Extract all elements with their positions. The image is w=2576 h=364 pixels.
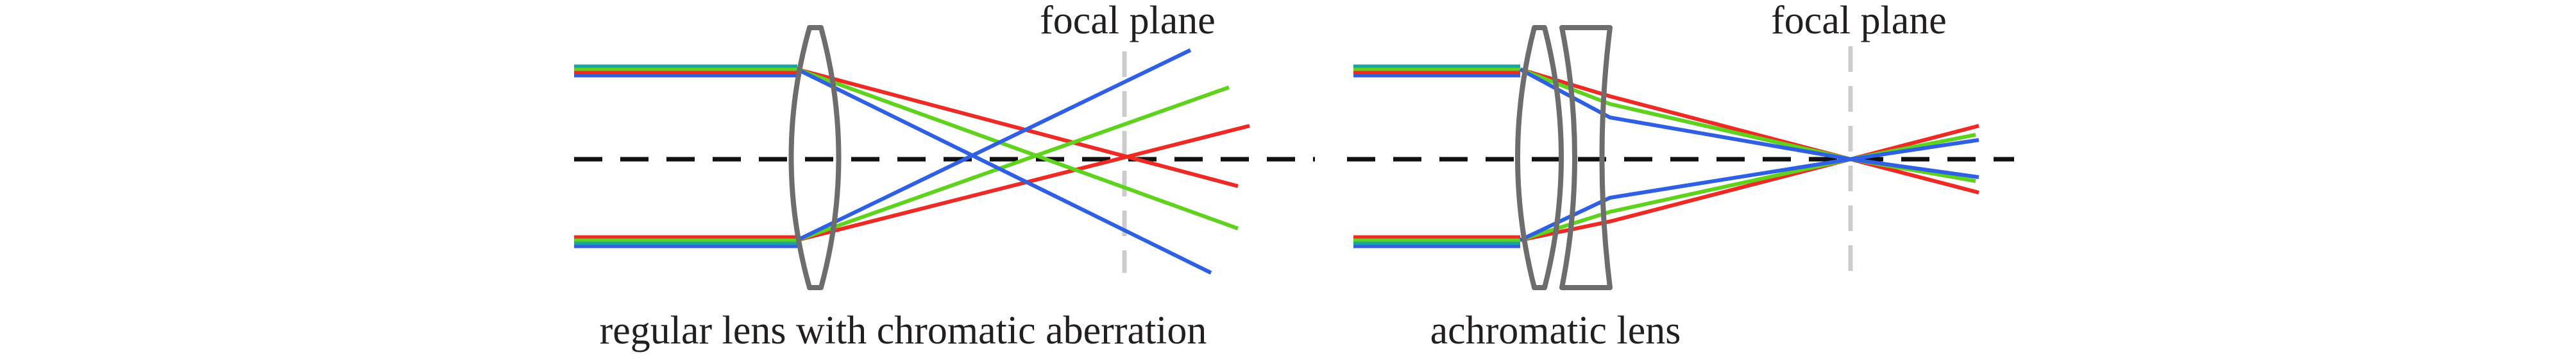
left-green-ray-top bbox=[796, 67, 1239, 230]
left-diagram: focal plane regular lens with chromatic … bbox=[574, 0, 1315, 352]
left-red-ray-bottom bbox=[797, 124, 1250, 242]
right-blue-ray-bottom bbox=[1519, 138, 1979, 242]
left-focal-plane-label: focal plane bbox=[1040, 0, 1216, 42]
right-caption: achromatic lens bbox=[1430, 309, 1681, 352]
right-diagram: focal plane achromatic lens bbox=[1347, 0, 2014, 352]
right-incoming-bottom-beam bbox=[1353, 235, 1520, 248]
left-green-ray-bottom bbox=[796, 85, 1230, 242]
right-green-ray-bottom bbox=[1520, 133, 1976, 242]
left-blue-ray-top bbox=[796, 67, 1212, 275]
left-incoming-bottom-beam bbox=[574, 235, 797, 248]
left-caption: regular lens with chromatic aberration bbox=[600, 309, 1207, 352]
right-focal-plane-label: focal plane bbox=[1771, 0, 1947, 42]
left-biconvex-lens bbox=[788, 25, 842, 290]
left-blue-ray-bottom bbox=[796, 48, 1192, 242]
right-red-ray-bottom bbox=[1520, 124, 1979, 242]
right-convex-lens-element bbox=[1515, 25, 1564, 290]
right-green-ray-top bbox=[1519, 67, 1976, 183]
right-red-ray-top bbox=[1520, 67, 1979, 195]
right-concave-lens-element bbox=[1559, 25, 1613, 290]
right-blue-ray-top bbox=[1519, 67, 1979, 179]
left-incoming-top-beam bbox=[574, 64, 797, 78]
right-incoming-top-beam bbox=[1353, 64, 1520, 78]
left-red-ray-top bbox=[797, 67, 1239, 188]
